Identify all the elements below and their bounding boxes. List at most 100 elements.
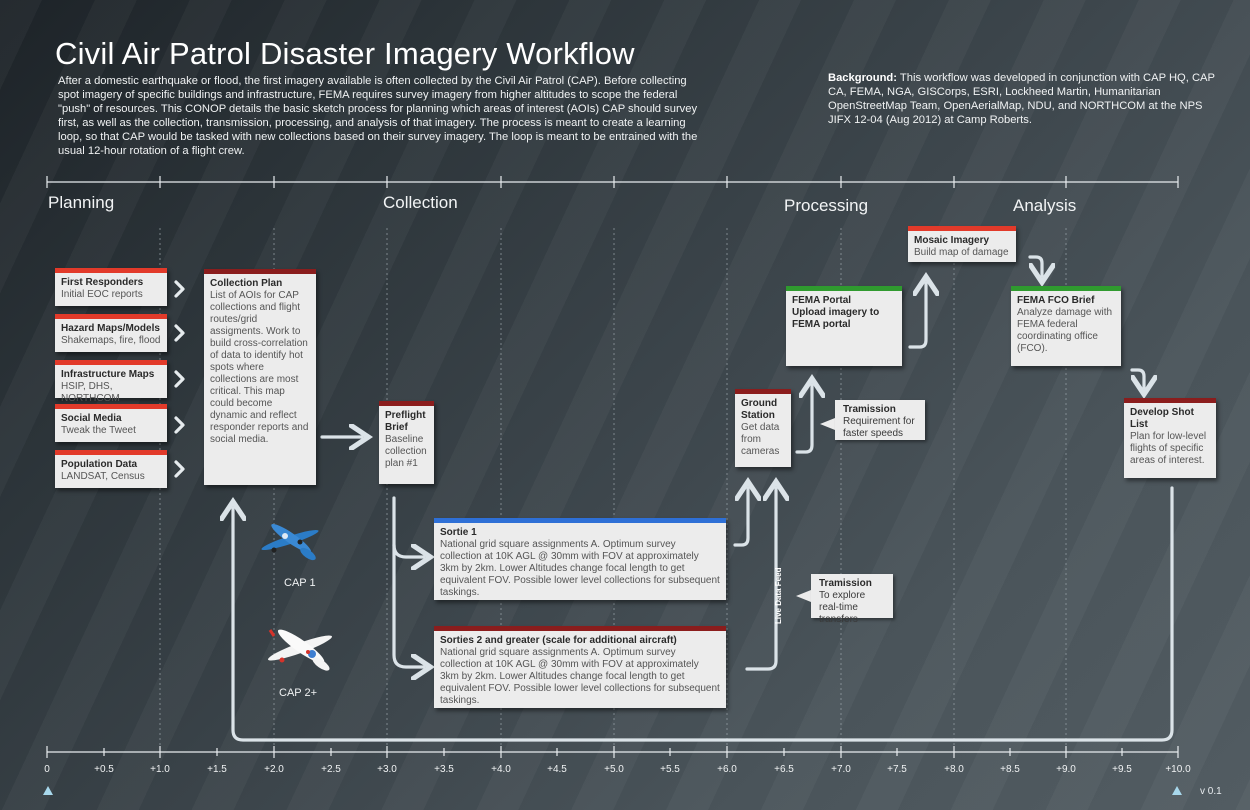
sortie2-title: Sorties 2 and greater (scale for additio… (440, 635, 677, 646)
transmission-callout-lower: Tramission To explore real-time transfer… (811, 574, 893, 625)
tick-label: +9.0 (1056, 764, 1076, 775)
cap1-label: CAP 1 (284, 577, 316, 589)
input-body: Initial EOC reports (61, 289, 143, 300)
collection-plan-card: Collection Plan List of AOIs for CAP col… (204, 269, 316, 485)
end-marker-icon (1172, 786, 1182, 795)
input-body: Shakemaps, fire, flood (61, 335, 161, 346)
fema-portal-title: FEMA Portal (792, 295, 852, 306)
cap1-plane-icon (261, 523, 319, 561)
phase-processing: Processing (784, 196, 869, 215)
preflight-title: Preflight Brief (385, 410, 426, 433)
transmission-upper-title: Tramission (843, 404, 896, 415)
chevron-right-icon (174, 416, 185, 434)
ground-station-body: Get data from cameras (741, 422, 780, 457)
mosaic-imagery-card: Mosaic Imagery Build map of damage (908, 226, 1016, 262)
shot-list-card: Develop Shot List Plan for low-level fli… (1124, 398, 1216, 478)
tick-label: +10.0 (1165, 764, 1191, 775)
chevron-right-icon (174, 370, 185, 388)
mosaic-body: Build map of damage (914, 247, 1009, 258)
callout-pointer (820, 418, 835, 430)
live-data-feed-label: Live Data Feed (774, 567, 783, 624)
collection-plan-title: Collection Plan (210, 278, 283, 289)
input-title: First Responders (61, 277, 144, 288)
tick-label: +5.0 (604, 764, 624, 775)
sortie1-title: Sortie 1 (440, 527, 477, 538)
tick-label: +5.5 (660, 764, 680, 775)
page-title: Civil Air Patrol Disaster Imagery Workfl… (55, 36, 635, 71)
tick-label: +2.0 (264, 764, 284, 775)
callout-pointer (796, 590, 811, 602)
input-card: First Responders Initial EOC reports (55, 268, 167, 306)
arrow-preflight-to-sortie2 (392, 543, 424, 667)
fema-portal-card: FEMA Portal Upload imagery to FEMA porta… (786, 286, 902, 366)
input-card: Social Media Tweak the Tweet (55, 404, 167, 442)
tick-label: +9.5 (1112, 764, 1132, 775)
chevron-right-icon (174, 324, 185, 342)
sortie2-body: National grid square assignments A. Opti… (440, 647, 720, 706)
tick-label: +0.5 (94, 764, 114, 775)
version-label: v 0.1 (1200, 786, 1222, 797)
bottom-timeline (46, 746, 1179, 758)
fema-portal-body: Upload imagery to FEMA portal (792, 307, 880, 330)
phase-collection: Collection (383, 193, 458, 212)
chevron-right-icon (174, 280, 185, 298)
input-body: Tweak the Tweet (61, 425, 136, 436)
tick-label: +6.5 (774, 764, 794, 775)
tick-label: +6.0 (717, 764, 737, 775)
sortie2-card: Sorties 2 and greater (scale for additio… (434, 626, 726, 708)
fema-fco-card: FEMA FCO Brief Analyze damage with FEMA … (1011, 286, 1121, 366)
transmission-callout-upper: Tramission Requirement for faster speeds (835, 400, 925, 440)
background-label: Background: (828, 72, 897, 84)
chevron-right-icon (174, 460, 185, 478)
start-marker-icon (43, 786, 53, 795)
arrow-ground-to-portal (795, 385, 812, 454)
tick-label: +4.5 (547, 764, 567, 775)
arrow-preflight-to-sortie1 (392, 496, 424, 557)
ground-station-card: Ground Station Get data from cameras (735, 389, 791, 467)
cap2-plane-icon (268, 629, 332, 671)
input-card: Population Data LANDSAT, Census (55, 450, 167, 488)
input-body: HSIP, DHS, NORTHCOM (61, 381, 120, 404)
input-title: Hazard Maps/Models (61, 323, 160, 334)
tick-label: +4.0 (491, 764, 511, 775)
mosaic-title: Mosaic Imagery (914, 235, 990, 246)
tick-label: 0 (44, 764, 50, 775)
tick-label: +7.0 (831, 764, 851, 775)
tick-label: +8.0 (944, 764, 964, 775)
sortie1-body: National grid square assignments A. Opti… (440, 539, 720, 598)
tick-label: +1.0 (150, 764, 170, 775)
top-timeline (46, 176, 1179, 188)
fema-fco-title: FEMA FCO Brief (1017, 295, 1095, 306)
arrow-feedback-loop (233, 486, 1174, 742)
transmission-lower-body: To explore real-time transfers (819, 590, 866, 625)
input-title: Population Data (61, 459, 138, 470)
input-card: Infrastructure Maps HSIP, DHS, NORTHCOM (55, 360, 167, 404)
tick-label: +2.5 (321, 764, 341, 775)
arrow-mosaic-to-fco (1028, 255, 1042, 276)
preflight-brief-card: Preflight Brief Baseline collection plan… (379, 401, 434, 484)
fema-fco-body: Analyze damage with FEMA federal coordin… (1017, 307, 1113, 354)
tick-label: +3.5 (434, 764, 454, 775)
shot-list-title: Develop Shot List (1130, 407, 1194, 430)
collection-plan-body: List of AOIs for CAP collections and fli… (210, 290, 309, 445)
input-title: Social Media (61, 413, 122, 424)
arrow-sortie2-live-feed (745, 488, 776, 671)
transmission-upper-body: Requirement for faster speeds (843, 416, 915, 439)
phase-analysis: Analysis (1013, 196, 1077, 215)
input-body: LANDSAT, Census (61, 471, 145, 482)
sortie1-card: Sortie 1 National grid square assignment… (434, 518, 726, 600)
tick-label: +8.5 (1000, 764, 1020, 775)
arrow-sortie1-to-ground (733, 488, 748, 547)
tick-label: +3.0 (377, 764, 397, 775)
input-card: Hazard Maps/Models Shakemaps, fire, floo… (55, 314, 167, 352)
tick-label: +7.5 (887, 764, 907, 775)
background-text: This workflow was developed in conjuncti… (828, 72, 1215, 126)
shot-list-body: Plan for low-level flights of specific a… (1130, 431, 1207, 466)
phase-planning: Planning (48, 193, 115, 212)
input-title: Infrastructure Maps (61, 369, 155, 380)
intro-paragraph: After a domestic earthquake or flood, th… (58, 75, 698, 157)
ground-station-title: Ground Station (741, 398, 778, 421)
preflight-body: Baseline collection plan #1 (385, 434, 427, 469)
